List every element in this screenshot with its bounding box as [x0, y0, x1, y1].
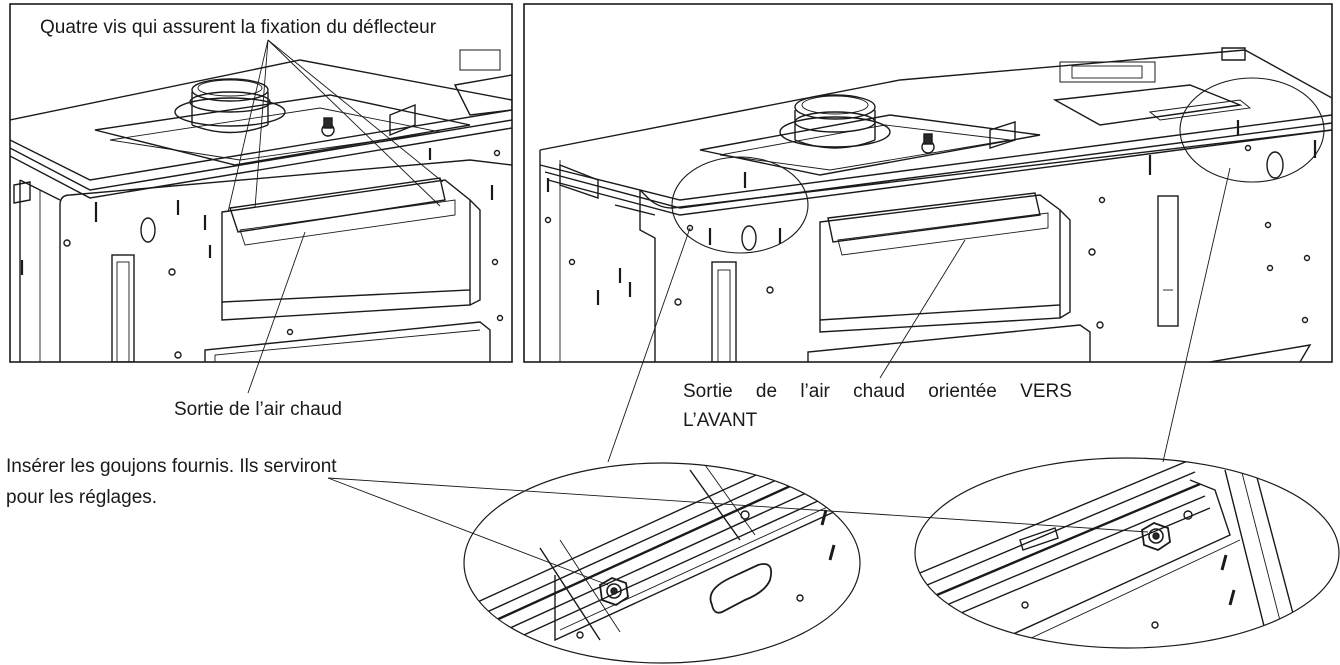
left-stove-view: [9, 3, 513, 363]
right-stove-view: [523, 3, 1333, 363]
zoom-detail-right: [914, 457, 1340, 649]
label-hot-air-forward-line1: Sortie de l’air chaud orientée VERS: [683, 381, 1072, 402]
label-four-screws: Quatre vis qui assurent la fixation du d…: [40, 17, 437, 38]
zoom-detail-left: [463, 462, 861, 664]
label-hot-air-outlet: Sortie de l’air chaud: [174, 399, 342, 420]
label-hot-air-forward-line2: L’AVANT: [683, 410, 758, 431]
leader-lines: [227, 39, 1231, 586]
label-insert-studs-line1: Insérer les goujons fournis. Ils serviro…: [6, 456, 337, 477]
label-insert-studs-line2: pour les réglages.: [6, 487, 158, 508]
